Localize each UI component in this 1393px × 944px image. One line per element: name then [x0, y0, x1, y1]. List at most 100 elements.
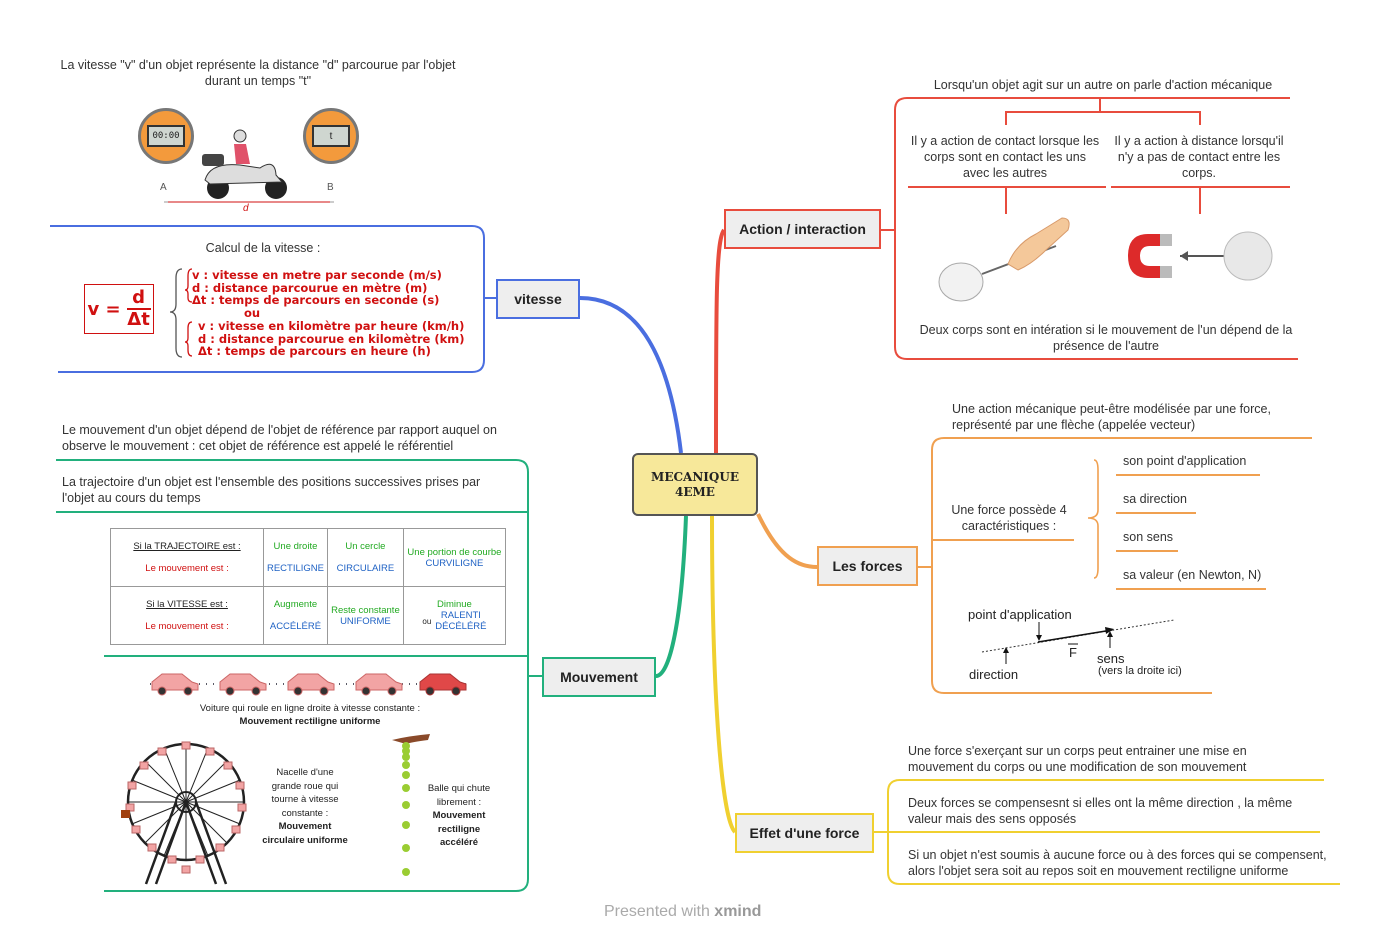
legend2-line2: d : distance parcourue en kilomètre (km) — [198, 331, 465, 346]
steel-ball-icon — [1223, 231, 1273, 281]
cell-courbe: Une portion de courbe — [407, 546, 502, 558]
action-contact[interactable]: Il y a action de contact lorsque les cor… — [910, 134, 1100, 180]
balle-caption: Balle qui chute librement : Mouvement re… — [418, 782, 500, 850]
table-row: Si la TRAJECTOIRE est :Le mouvement est … — [110, 528, 507, 587]
nacelle-text: Nacelle d'une grande roue qui tourne à v… — [271, 767, 339, 819]
connector-effet — [710, 515, 737, 834]
legend2-line1: v : vitesse en kilomètre par heure (km/h… — [198, 319, 465, 333]
force-vector-diagram — [981, 619, 1175, 664]
car-icon — [419, 673, 467, 696]
formula-denominator: Δt — [127, 309, 150, 330]
legend2-line3: Δt : temps de parcours en heure (h) — [198, 344, 431, 358]
hand-icon — [1007, 217, 1070, 271]
effet-repos[interactable]: Si un objet n'est soumis à aucune force … — [908, 848, 1327, 878]
contact-illustration — [938, 217, 1070, 302]
cell-decelere: DÉCÉLÉRÉ — [435, 621, 487, 632]
car-icon — [355, 673, 403, 696]
forces-item-sens[interactable]: son sens — [1123, 530, 1174, 544]
car-icon — [151, 673, 199, 696]
cell-diminue: Diminue — [437, 599, 472, 610]
cell-uniforme: UNIFORME — [340, 615, 391, 627]
falling-ball-illustration — [392, 734, 430, 876]
wheel-support — [144, 801, 228, 885]
connector-forces — [756, 513, 818, 569]
balle-text: Balle qui chute librement : — [427, 783, 491, 808]
rider-head — [233, 129, 247, 143]
cell-rectiligne: RECTILIGNE — [266, 563, 324, 574]
connector-action — [714, 228, 726, 454]
topic-effet[interactable]: Effet d'une force — [735, 813, 874, 853]
diagram-direction-label: direction — [969, 667, 1019, 682]
formula-v: v = — [87, 298, 121, 320]
formula-braces — [169, 268, 193, 358]
nacelle-highlight — [121, 810, 130, 818]
ball-icon — [938, 262, 984, 302]
mouvement-table: Si la TRAJECTOIRE est :Le mouvement est … — [110, 528, 507, 645]
forces-intro[interactable]: Une action mécanique peut-être modélisée… — [952, 402, 1271, 432]
topic-action[interactable]: Action / interaction — [724, 209, 881, 249]
topic-action-label: Action / interaction — [739, 221, 866, 237]
rider-body — [234, 144, 250, 164]
legend1-line2: d : distance parcourue en mètre (m) — [192, 280, 428, 295]
formula-numerator: d — [132, 287, 145, 308]
cell-accelere: ACCÉLÉRÉ — [269, 621, 322, 632]
stopwatch-start: 00:00 — [138, 108, 194, 164]
table-row: Si la VITESSE est :Le mouvement est : Au… — [110, 586, 507, 645]
vitesse-definition[interactable]: La vitesse "v" d'un objet représente la … — [60, 58, 456, 88]
cell-ralenti: RALENTI — [440, 610, 481, 621]
cell-augmente: Augmente — [273, 599, 318, 610]
diagram-f-label: F — [1069, 645, 1077, 660]
action-interaction[interactable]: Deux corps sont en intération si le mouv… — [919, 323, 1293, 353]
cell-constante: Reste constante — [331, 604, 400, 616]
forces-item-point[interactable]: son point d'application — [1123, 454, 1247, 468]
scooter-illustration — [164, 129, 334, 203]
vitesse-calc-title[interactable]: Calcul de la vitesse : — [205, 241, 321, 255]
formula-legend-si: v : vitesse en metre par seconde (m/s) d… — [192, 269, 442, 307]
central-topic[interactable]: MECANIQUE 4EME — [632, 453, 758, 516]
formula-bar — [126, 308, 151, 310]
topic-mouvement[interactable]: Mouvement — [542, 657, 656, 697]
connector-vitesse — [579, 296, 683, 454]
diagram-sens-label: sens — [1097, 651, 1125, 666]
scooter-box — [202, 154, 224, 166]
balle-type: Mouvement rectiligne accéléré — [432, 810, 486, 848]
scooter-body — [204, 163, 284, 185]
effet-outline — [874, 779, 1340, 885]
cell-cercle: Un cercle — [345, 541, 386, 552]
cell-droite: Une droite — [273, 541, 318, 552]
topic-mouvement-label: Mouvement — [560, 669, 638, 685]
point-a-label: A — [160, 182, 167, 193]
forces-brace — [1087, 459, 1099, 579]
action-outline — [881, 97, 1298, 360]
car-icon — [287, 673, 335, 696]
action-intro[interactable]: Lorsqu'un objet agit sur un autre on par… — [933, 78, 1273, 92]
topic-forces-label: Les forces — [832, 558, 903, 574]
point-b-label: B — [327, 182, 334, 193]
voiture-type: Mouvement rectiligne uniforme — [239, 716, 381, 727]
topic-vitesse[interactable]: vitesse — [496, 279, 580, 319]
forces-item-direction[interactable]: sa direction — [1123, 492, 1187, 506]
mouvement-inner-lines — [56, 511, 528, 657]
effet-intro[interactable]: Une force s'exerçant sur un corps peut e… — [908, 744, 1247, 774]
diagram-point-label: point d'application — [968, 607, 1072, 622]
cell-ou: ou — [422, 616, 432, 626]
voiture-caption: Voiture qui roule en ligne droite à vite… — [150, 702, 470, 728]
central-line2: 4EME — [675, 484, 715, 499]
mouvement-referentiel[interactable]: Le mouvement d'un objet dépend de l'obje… — [62, 423, 497, 453]
mouvement-trajectoire[interactable]: La trajectoire d'un objet est l'ensemble… — [62, 475, 481, 505]
topic-forces[interactable]: Les forces — [817, 546, 918, 586]
forces-possede[interactable]: Une force possède 4 caractéristiques : — [951, 503, 1067, 533]
distance-label: d — [243, 203, 249, 214]
effet-compense[interactable]: Deux forces se compensesnt si elles ont … — [908, 796, 1293, 826]
action-distance[interactable]: Il y a action à distance lorsqu'il n'y a… — [1114, 134, 1284, 180]
voiture-text: Voiture qui roule en ligne droite à vite… — [199, 703, 421, 714]
connector-mouvement — [655, 515, 688, 678]
forces-item-valeur[interactable]: sa valeur (en Newton, N) — [1123, 568, 1262, 582]
cars-illustration — [150, 673, 468, 696]
topic-vitesse-label: vitesse — [514, 291, 562, 307]
formula-legend-km: v : vitesse en kilomètre par heure (km/h… — [198, 320, 464, 358]
